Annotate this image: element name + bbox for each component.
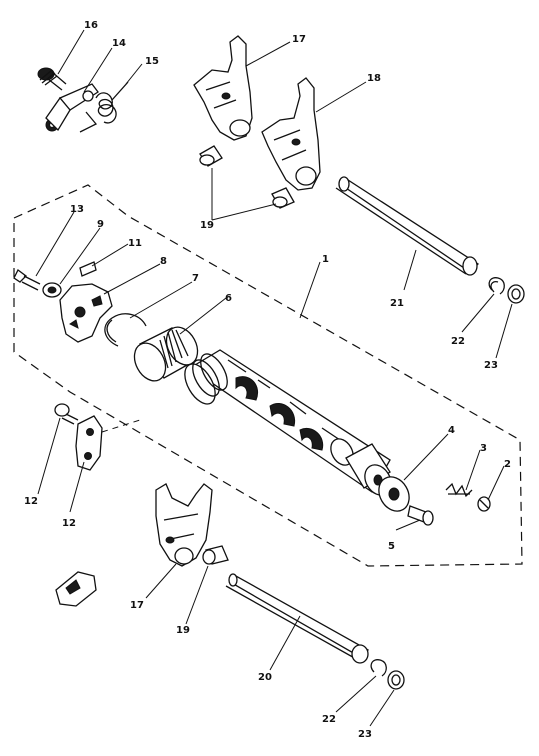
shift-fork-17-top [193, 35, 253, 141]
callout-23-bottom: 23 [358, 729, 372, 740]
callout-labels: 16 14 15 17 18 19 13 9 11 8 7 6 1 21 22 … [24, 20, 511, 740]
callout-11: 11 [128, 238, 142, 249]
screw-10 [13, 269, 41, 291]
dowel-pin-11 [79, 261, 97, 277]
callout-2: 2 [504, 459, 511, 470]
callout-13: 13 [70, 204, 84, 215]
callout-19-top: 19 [200, 220, 214, 231]
guide-pin-19-top-a [199, 145, 223, 167]
callout-17-bottom: 17 [130, 600, 144, 611]
screw-5 [407, 505, 434, 526]
callout-5: 5 [388, 541, 395, 552]
callout-15: 15 [145, 56, 159, 67]
callout-3: 3 [480, 443, 487, 454]
washer-23-bottom [387, 670, 405, 690]
callout-4: 4 [448, 425, 455, 436]
callout-22-bottom: 22 [322, 714, 336, 725]
circlip-22-top [488, 277, 505, 295]
callout-6: 6 [225, 293, 232, 304]
stopper-spring [79, 81, 129, 133]
assembly-1-boundary [13, 184, 523, 567]
segment-8 [59, 283, 113, 343]
washer-23-top [507, 284, 525, 304]
bearing-6 [133, 326, 199, 382]
circlip-22-bottom [370, 659, 387, 677]
callout-16: 16 [84, 20, 98, 31]
plug-2 [477, 496, 491, 512]
shift-fork-18 [261, 77, 321, 191]
washer-9 [42, 282, 62, 298]
callout-13-bottom: 12 [62, 518, 76, 529]
callout-8: 8 [160, 256, 167, 267]
plate-13 [75, 415, 103, 471]
callout-21: 21 [390, 298, 404, 309]
callout-23-top: 23 [484, 360, 498, 371]
bolt-12 [54, 403, 79, 425]
callout-20: 20 [258, 672, 272, 683]
callout-12: 12 [24, 496, 38, 507]
spring-3 [445, 482, 473, 498]
callout-7: 7 [192, 273, 199, 284]
fork-guide-bar-20 [225, 573, 369, 664]
callout-9: 9 [97, 219, 104, 230]
callout-17-top: 17 [292, 34, 306, 45]
washer-4 [378, 476, 410, 512]
leader-lines [35, 29, 513, 727]
circlip-7 [104, 313, 147, 347]
stopper-lever [45, 83, 99, 132]
callout-14: 14 [112, 38, 126, 49]
fork-guide-bar-21 [335, 176, 480, 276]
shift-fork-17-bottom [155, 483, 213, 567]
callout-18: 18 [367, 73, 381, 84]
callout-22-top: 22 [451, 336, 465, 347]
guide-pin-19-top-b [271, 187, 295, 209]
guide-pin-19-bottom [202, 545, 229, 565]
stopper-piece [55, 571, 97, 607]
callout-19-bottom: 19 [176, 625, 190, 636]
callout-1: 1 [322, 254, 329, 265]
shift-drum-1 [184, 349, 392, 496]
stopper-lever-bolt [37, 67, 67, 91]
